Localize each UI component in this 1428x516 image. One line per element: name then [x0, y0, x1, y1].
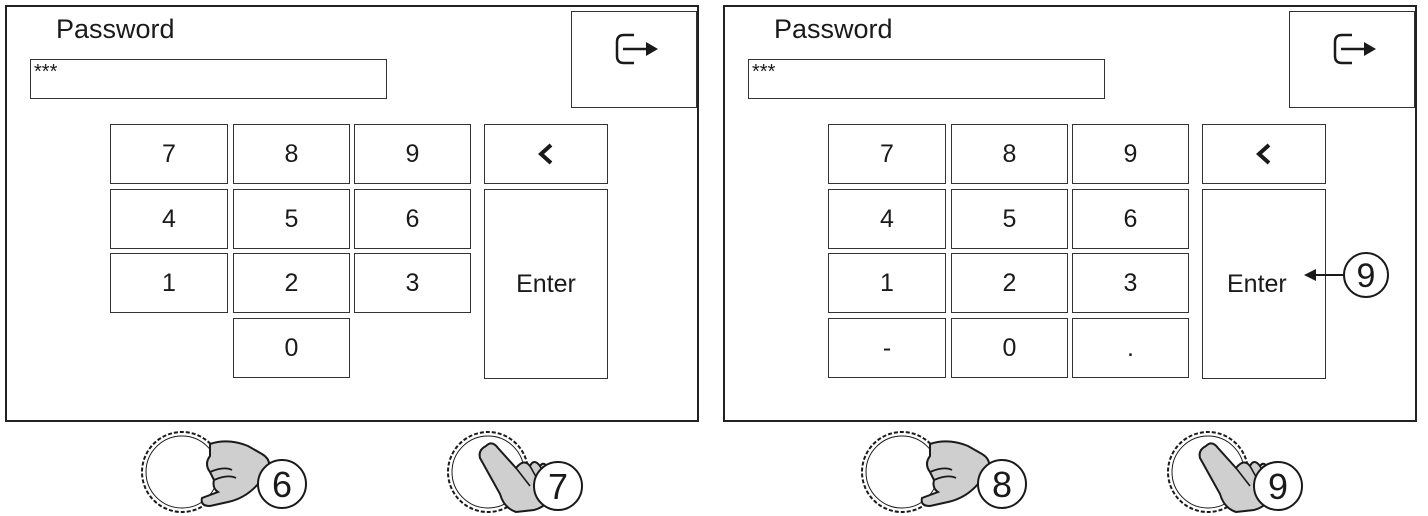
key-7[interactable]: 7 — [828, 124, 946, 184]
exit-arrow-icon — [1333, 33, 1376, 65]
key-0[interactable]: 0 — [233, 318, 350, 378]
key-1[interactable]: 1 — [110, 253, 228, 313]
password-screen-left: Password *** 7 8 9 4 5 6 1 2 3 0 Enter — [5, 5, 699, 422]
key-5[interactable]: 5 — [951, 189, 1068, 249]
password-input[interactable]: *** — [748, 59, 1105, 99]
rotate-hand-icon — [861, 431, 991, 513]
key-0[interactable]: 0 — [951, 318, 1068, 378]
gesture-press-9: 9 — [1167, 431, 1303, 514]
step-number: 7 — [548, 466, 568, 507]
key-2[interactable]: 2 — [233, 253, 350, 313]
step-number: 8 — [992, 464, 1012, 505]
key-9[interactable]: 9 — [354, 124, 471, 184]
callout-arrowhead — [1304, 269, 1316, 281]
password-input[interactable]: *** — [30, 59, 387, 99]
chevron-left-icon — [1256, 143, 1271, 165]
callout-number: 9 — [1357, 257, 1376, 295]
key-1[interactable]: 1 — [828, 253, 946, 313]
enter-callout: 9 — [1304, 252, 1389, 298]
key-8[interactable]: 8 — [233, 124, 350, 184]
key-4[interactable]: 4 — [110, 189, 228, 249]
exit-arrow-icon — [615, 33, 658, 65]
step-number: 9 — [1268, 466, 1288, 507]
enter-button[interactable]: Enter — [1202, 189, 1326, 379]
exit-button[interactable] — [571, 11, 697, 108]
key-8[interactable]: 8 — [951, 124, 1068, 184]
key-7[interactable]: 7 — [110, 124, 228, 184]
chevron-left-icon — [538, 143, 553, 165]
enter-button[interactable]: Enter — [484, 189, 608, 379]
key-6[interactable]: 6 — [354, 189, 471, 249]
key-5[interactable]: 5 — [233, 189, 350, 249]
step-number: 6 — [272, 464, 292, 505]
key-3[interactable]: 3 — [354, 253, 471, 313]
backspace-button[interactable] — [1202, 124, 1326, 184]
gesture-rotate-8: 8 — [861, 431, 1027, 513]
key-4[interactable]: 4 — [828, 189, 946, 249]
backspace-button[interactable] — [484, 124, 608, 184]
gesture-press-7: 7 — [447, 431, 583, 514]
callout-circle — [1343, 252, 1389, 298]
page-title: Password — [774, 14, 893, 44]
key-2[interactable]: 2 — [951, 253, 1068, 313]
exit-button[interactable] — [1289, 11, 1415, 108]
password-screen-right: Password *** 7 8 9 4 5 6 1 2 3 - 0 . Ent… — [723, 5, 1417, 422]
page-title: Password — [56, 14, 175, 44]
key-decimal[interactable]: . — [1072, 318, 1189, 378]
gesture-rotate-6: 6 — [141, 431, 307, 513]
rotate-hand-icon — [141, 431, 271, 513]
key-minus[interactable]: - — [828, 318, 946, 378]
key-9[interactable]: 9 — [1072, 124, 1189, 184]
key-3[interactable]: 3 — [1072, 253, 1189, 313]
key-6[interactable]: 6 — [1072, 189, 1189, 249]
